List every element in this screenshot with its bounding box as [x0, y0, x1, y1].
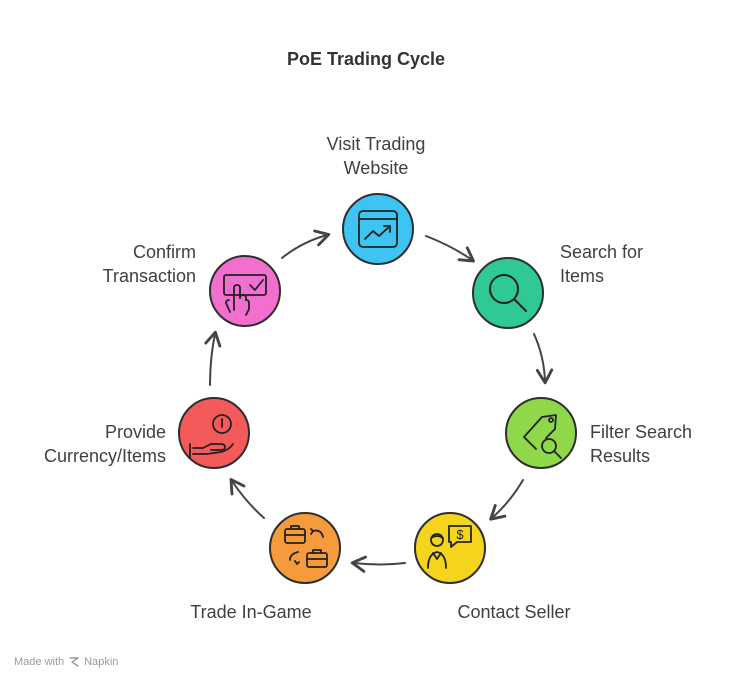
arrow-contact-to-trade: [350, 555, 406, 573]
step-circle-contact: $: [414, 512, 486, 584]
svg-text:$: $: [456, 527, 464, 542]
step-circle-provide: [178, 397, 250, 469]
step-circle-search: [472, 257, 544, 329]
step-label-contact: Contact Seller: [457, 602, 571, 622]
footer-made-with: Made with: [14, 656, 65, 668]
arrow-provide-to-confirm: [204, 330, 222, 386]
arrow-trade-to-provide: [229, 478, 265, 519]
tag-search-icon: [523, 414, 562, 459]
hand-check-icon: [223, 274, 267, 316]
diagram-title: PoE Trading Cycle: [286, 49, 446, 69]
step-circle-visit: [342, 193, 414, 265]
cycle-arrows: [204, 229, 554, 573]
arrow-filter-to-contact: [489, 479, 524, 521]
magnifier-icon: [489, 274, 527, 312]
step-circle-confirm: [209, 255, 281, 327]
person-dollar-icon: $: [427, 525, 472, 569]
footer-credit[interactable]: Made with Napkin: [14, 656, 118, 668]
napkin-logo-icon: [69, 657, 79, 667]
arrow-confirm-to-visit: [281, 229, 331, 259]
arrow-visit-to-search: [425, 235, 475, 263]
step-circle-filter: [505, 397, 577, 469]
step-circle-trade: [269, 512, 341, 584]
hand-coin-icon: [189, 414, 234, 459]
arrow-search-to-filter: [533, 333, 554, 385]
footer-brand: Napkin: [84, 656, 119, 668]
step-label-trade: Trade In-Game: [190, 602, 312, 622]
chart-window-icon: [358, 210, 398, 248]
briefcase-exchange-icon: [284, 525, 328, 568]
